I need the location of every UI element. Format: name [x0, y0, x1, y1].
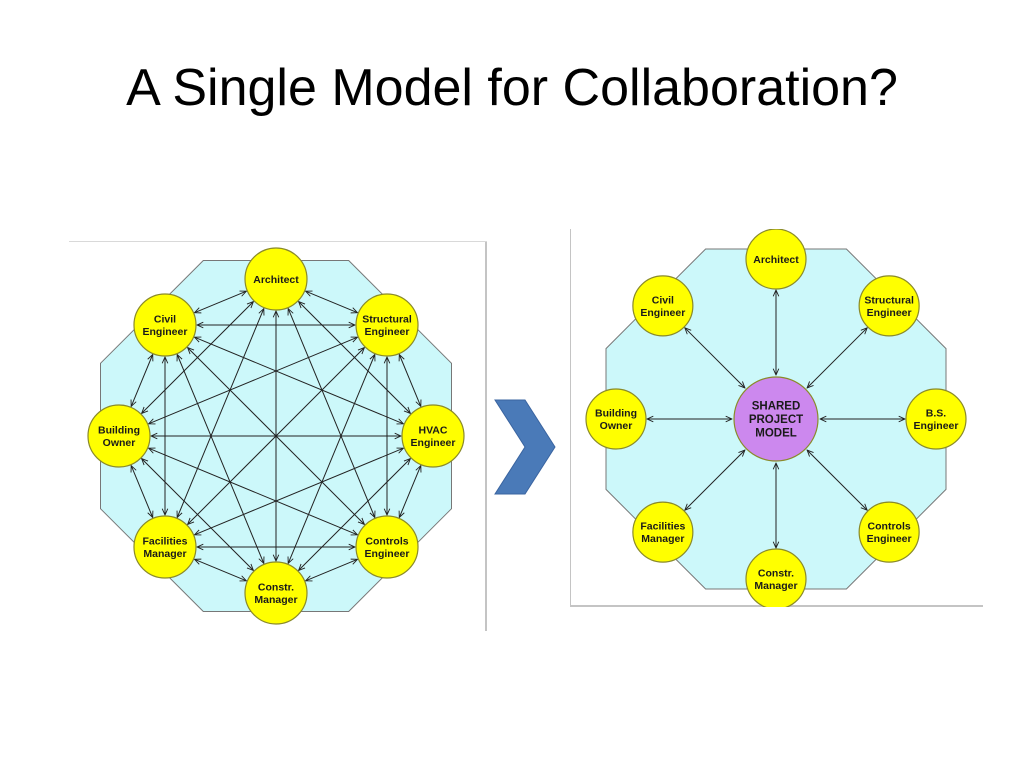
- chevron-shape: [494, 399, 556, 495]
- left-node-facilities-label: Facilities: [143, 536, 188, 548]
- right-connection-structural: [807, 328, 867, 388]
- left-node-controls-label: Engineer: [365, 548, 410, 560]
- left-node-hvac-label: Engineer: [411, 437, 456, 449]
- right-connection-controls: [807, 450, 867, 510]
- left-node-constr-label: Manager: [254, 594, 297, 606]
- left-node-civil-circle: [133, 293, 197, 357]
- right-node-constr-label: Constr.: [758, 568, 794, 580]
- left-node-architect-circle: [244, 247, 308, 311]
- left-connections: [131, 291, 421, 581]
- left-node-controls-label: Controls: [365, 536, 408, 548]
- right-node-facilities-label: Manager: [641, 533, 684, 545]
- right-node-structural-circle: [858, 275, 920, 337]
- right-node-structural-label: Structural: [864, 294, 914, 306]
- right-node-controls-label: Engineer: [867, 533, 912, 545]
- left-node-constr-circle: [244, 561, 308, 625]
- right-node-owner-label: Owner: [600, 420, 633, 432]
- right-node-structural-label: Engineer: [867, 307, 912, 319]
- right-node-architect-label: Architect: [753, 254, 799, 266]
- left-connection-constr-civil: [177, 355, 264, 564]
- point-to-point-diagram-svg: ArchitectStructuralEngineerHVACEngineerC…: [69, 241, 487, 631]
- left-node-owner-circle: [87, 404, 151, 468]
- panel-border-right: [485, 241, 487, 631]
- right-node-facilities-label: Facilities: [640, 521, 685, 533]
- right-node-architect: Architect: [745, 229, 807, 290]
- left-node-constr-label: Constr.: [258, 582, 294, 594]
- left-node-owner-label: Owner: [103, 437, 136, 449]
- left-connection-architect-civil: [195, 291, 247, 313]
- left-node-hvac-label: HVAC: [419, 425, 448, 437]
- right-node-architect-circle: [745, 229, 807, 290]
- left-connection-owner-civil: [131, 355, 153, 407]
- right-nodes: SHAREDPROJECTMODELArchitectStructuralEng…: [585, 229, 967, 607]
- right-node-civil-label: Engineer: [640, 307, 685, 319]
- shared-project-model-label: PROJECT: [749, 414, 803, 426]
- right-connections: [647, 290, 905, 548]
- right-node-civil-label: Civil: [652, 294, 674, 306]
- right-node-facilities-circle: [632, 501, 694, 563]
- shared-project-model-label: MODEL: [755, 428, 797, 440]
- left-node-facilities-label: Manager: [143, 548, 186, 560]
- right-node-constr-circle: [745, 548, 807, 607]
- right-node-bs-label: B.S.: [926, 408, 947, 420]
- left-node-constr: Constr.Manager: [244, 561, 308, 625]
- left-node-owner-label: Building: [98, 425, 140, 437]
- right-node-civil-circle: [632, 275, 694, 337]
- left-node-architect-label: Architect: [253, 274, 299, 286]
- right-node-controls-circle: [858, 501, 920, 563]
- shared-project-model-circle: [733, 376, 819, 462]
- left-node-hvac-circle: [401, 404, 465, 468]
- right-node-bs-label: Engineer: [914, 420, 959, 432]
- left-node-structural-label: Structural: [362, 314, 412, 326]
- right-node-constr-label: Manager: [754, 580, 797, 592]
- right-connection-civil: [685, 328, 745, 388]
- left-node-architect: Architect: [244, 247, 308, 311]
- right-node-owner-circle: [585, 388, 647, 450]
- slide-title: A Single Model for Collaboration?: [126, 59, 898, 117]
- shared-project-model-label: SHARED: [752, 401, 801, 413]
- right-node-constr: Constr.Manager: [745, 548, 807, 607]
- panel-border-left: [570, 229, 571, 607]
- left-node-structural-label: Engineer: [365, 326, 410, 338]
- shared-model-diagram-svg: SHAREDPROJECTMODELArchitectStructuralEng…: [570, 229, 983, 607]
- left-connection-facilities-owner: [131, 466, 153, 518]
- chevron-right-icon: [494, 399, 556, 495]
- left-node-structural-circle: [355, 293, 419, 357]
- left-connection-controls-constr: [306, 559, 358, 581]
- left-node-civil-label: Civil: [154, 314, 176, 326]
- right-node-bs-circle: [905, 388, 967, 450]
- right-node-controls-label: Controls: [868, 521, 911, 533]
- right-node-bs: B.S.Engineer: [905, 388, 967, 450]
- left-node-facilities-circle: [133, 515, 197, 579]
- right-node-owner-label: Building: [595, 408, 637, 420]
- left-node-civil-label: Engineer: [143, 326, 188, 338]
- left-nodes: ArchitectStructuralEngineerHVACEngineerC…: [87, 247, 465, 625]
- left-node-controls-circle: [355, 515, 419, 579]
- panel-border-top: [69, 241, 487, 242]
- right-connection-facilities: [685, 450, 745, 510]
